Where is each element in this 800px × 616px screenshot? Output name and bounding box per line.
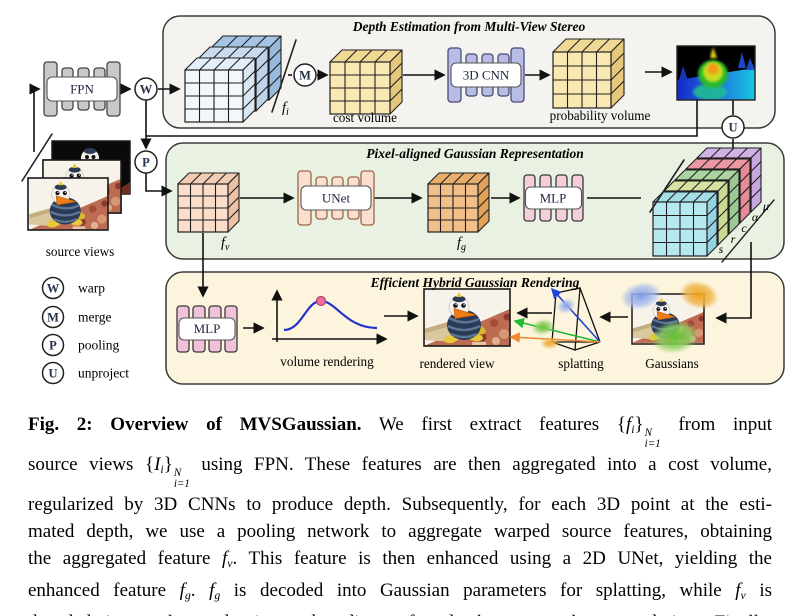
- depth-map-image: [676, 45, 756, 101]
- unproject-op-circle: [721, 115, 745, 139]
- legend-merge-symbol: M: [47, 310, 59, 324]
- multiplicity-slashes: [21, 39, 775, 263]
- legend-merge-circle: [41, 305, 65, 329]
- volume-rendering-graph: [271, 289, 388, 345]
- panel-depth-title: Depth Estimation from Multi-View Stereo: [352, 19, 586, 34]
- diagram-svg: W M P U W M P U warp merge pooling unpro…: [21, 15, 785, 385]
- unet-label: UNet: [322, 191, 351, 206]
- legend-unproject-circle: [41, 361, 65, 385]
- mlp-block-middle: [523, 174, 584, 222]
- merge-op-circle: [293, 63, 317, 87]
- splatting-label: splatting: [558, 356, 604, 371]
- arrow-source-to-fpn: [29, 83, 41, 152]
- merge-op-letter: M: [299, 69, 311, 83]
- gaussian-blob-blue: [620, 281, 662, 311]
- legend-merge-label: merge: [78, 310, 112, 325]
- caption-line: the aggregated feature fv. This feature …: [28, 548, 772, 571]
- source-views-label: source views: [46, 244, 114, 259]
- legend-unproject-label: unproject: [78, 366, 129, 381]
- caption-line: regularized by 3D CNNs to produce depth.…: [28, 493, 772, 515]
- mlp-middle-label: MLP: [540, 191, 567, 206]
- fg-label: fg: [457, 235, 466, 253]
- fpn-label: FPN: [70, 82, 94, 97]
- aggregated-feature-fv-cube: [177, 172, 240, 233]
- slash-gaussian-params: [721, 199, 775, 263]
- legend-warp-symbol: W: [47, 281, 60, 295]
- param-r: r: [731, 232, 736, 246]
- param-s: s: [719, 242, 724, 256]
- legend-pooling-circle: [41, 333, 65, 357]
- legend-pooling-symbol: P: [49, 338, 57, 352]
- fpn-block: [43, 61, 121, 117]
- rendered-view-label: rendered view: [419, 356, 495, 371]
- legend-pooling-label: pooling: [78, 338, 120, 353]
- feature-volumes-fi: [184, 35, 282, 123]
- param-alpha: α: [752, 210, 759, 224]
- pooling-op-circle: [134, 150, 158, 174]
- figure-diagram: W M P U W M P U warp merge pooling unpro…: [21, 15, 785, 385]
- connector-lines: [29, 66, 752, 334]
- gaussian-blob-green: [651, 320, 699, 354]
- param-c: c: [741, 221, 747, 235]
- ray-blue: [550, 287, 601, 343]
- probability-volume-label: probability volume: [550, 108, 651, 123]
- slash-fi: [271, 39, 297, 113]
- param-mu: μ: [762, 199, 769, 213]
- slash-stack-left: [649, 159, 685, 213]
- arrow-stack-to-gaussians: [715, 242, 752, 324]
- gaussian-blob-orange: [679, 280, 719, 310]
- cost-volume-cube: [329, 49, 403, 115]
- slash-source-views: [21, 133, 53, 182]
- line-depth-to-pooling: [146, 100, 698, 137]
- gaussian-parameter-labels: s r c α μ: [719, 199, 769, 256]
- probability-volume-cube: [552, 38, 625, 109]
- legend-warp-label: warp: [78, 281, 105, 296]
- fi-label: fi: [282, 100, 289, 118]
- source-view-front: [27, 177, 109, 231]
- cnn3d-label: 3D CNN: [463, 68, 510, 83]
- mlp-block-bottom: [176, 305, 238, 353]
- caption-line: decoded into volume density and radiance…: [28, 609, 772, 616]
- operations-legend: W M P U warp merge pooling unproject: [41, 276, 129, 385]
- arrow-pooling-to-fv: [145, 173, 173, 197]
- mlp-bottom-label: MLP: [194, 321, 221, 336]
- unproject-op-letter: U: [728, 121, 737, 135]
- ray-green: [513, 318, 601, 343]
- splatting-frustum: [509, 287, 601, 351]
- gaussian-parameter-stack: [652, 147, 762, 257]
- panel-gaussian-title: Pixel-aligned Gaussian Representation: [366, 146, 584, 161]
- caption-line: Fig. 2: Overview of MVSGaussian. We firs…: [28, 414, 772, 451]
- sample-point-dot: [315, 295, 327, 307]
- volume-rendering-label: volume rendering: [280, 354, 374, 369]
- operation-circles: W M P U: [134, 63, 745, 174]
- enhanced-feature-fg-cube: [427, 172, 490, 233]
- cost-volume-label: cost volume: [333, 110, 397, 125]
- rendered-view-image: [423, 288, 511, 347]
- warp-op-letter: W: [140, 83, 153, 97]
- legend-warp-circle: [41, 276, 65, 300]
- warp-op-circle: [134, 77, 158, 101]
- pooling-op-letter: P: [142, 156, 150, 170]
- legend-unproject-symbol: U: [48, 366, 57, 380]
- fv-label: fv: [221, 235, 230, 253]
- 3d-cnn-block: [447, 47, 525, 103]
- figure-caption: Fig. 2: Overview of MVSGaussian. We firs…: [0, 403, 800, 616]
- caption-line: enhanced feature fg. fg is decoded into …: [28, 580, 773, 603]
- panel-rendering-title: Efficient Hybrid Gaussian Rendering: [370, 275, 580, 290]
- gaussians-label: Gaussians: [645, 356, 698, 371]
- caption-line: mated depth, we use a pooling network to…: [28, 520, 772, 542]
- unet-block: [297, 170, 375, 226]
- gaussians-image: [620, 280, 719, 354]
- source-view-images: [27, 140, 131, 231]
